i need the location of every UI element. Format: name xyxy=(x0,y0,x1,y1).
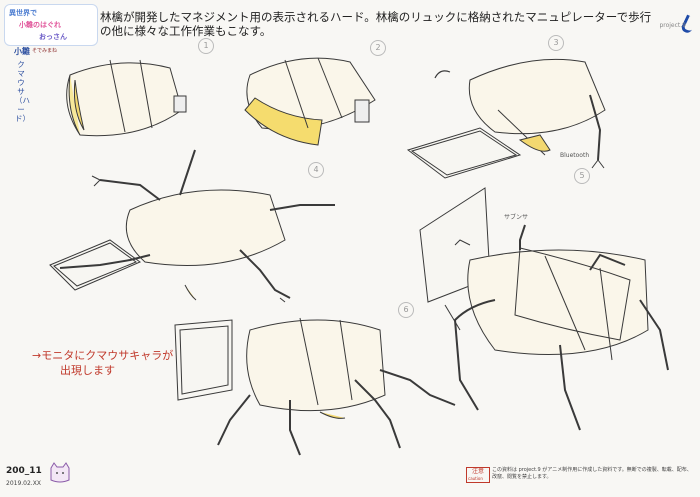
caution-badge: 注意 xyxy=(466,467,490,483)
backpack-closed-sketch xyxy=(66,59,187,137)
backpack-opening-sketch xyxy=(244,57,376,146)
red-note: →モニタにクマウサキャラが 出現します xyxy=(32,348,173,378)
description-text: 林檎が開発したマネジメント用の表示されるハード。林檎のリュックに格納されたマニュ… xyxy=(100,10,652,38)
walking-with-tablet-sketch xyxy=(49,149,335,303)
walker-monitor-sketch xyxy=(174,317,456,456)
red-note-line-1: →モニタにクマウサキャラが xyxy=(32,349,174,362)
sheet-code: 200_11 xyxy=(6,466,42,476)
character-name-reading: そでみまね xyxy=(32,48,58,54)
tablet-deployed-sketch xyxy=(406,58,606,179)
brand-name: project.9 xyxy=(659,22,686,29)
caution-label: 注意 xyxy=(471,468,484,475)
logo-line-1: 異世界で xyxy=(9,9,37,17)
panel-number-6: 6 xyxy=(398,302,414,318)
callout-label-2: サブンサ xyxy=(504,214,529,221)
red-note-line-2: 出現します xyxy=(60,364,115,377)
cat-icon xyxy=(50,462,70,483)
caution-sublabel: caution xyxy=(468,476,483,481)
callout-label-1: Bluetooth xyxy=(560,152,590,159)
panel-number-1: 1 xyxy=(198,38,214,54)
panel-number-5: 5 xyxy=(574,168,590,184)
walker-large-tablet-sketch xyxy=(419,187,669,431)
panel-number-4: 4 xyxy=(308,162,324,178)
panel-number-3: 3 xyxy=(548,35,564,51)
panel-number-2: 2 xyxy=(370,40,386,56)
logo-line-2: 小雛のはぐれ xyxy=(19,21,61,29)
logo-line-3: おっさん xyxy=(39,33,67,41)
sheet-date: 2019.02.XX xyxy=(6,480,41,487)
title-logo: 異世界で 小雛のはぐれ おっさん xyxy=(4,4,98,46)
character-name: 小雛 xyxy=(14,47,30,56)
copyright-notice: この資料は project.9 がアニメ制作用に作成した資料です。無断での複製、… xyxy=(492,467,692,480)
vertical-label: クマウサ（ハード） xyxy=(15,60,30,123)
